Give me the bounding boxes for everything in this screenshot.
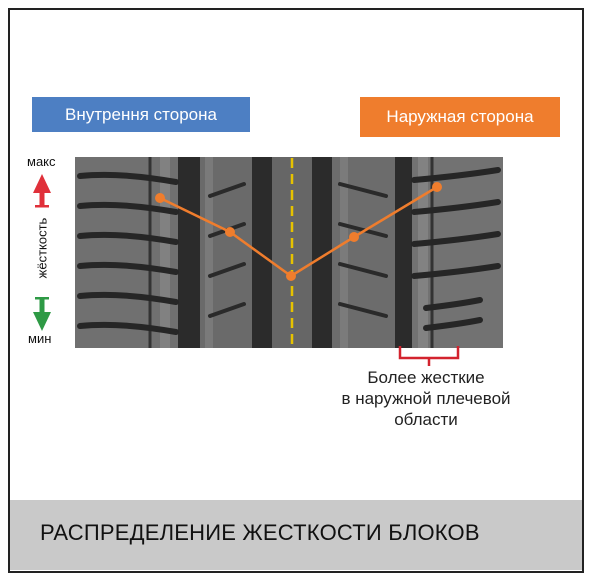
annotation-line: в наружной плечевой (341, 389, 511, 408)
stiffness-point (349, 232, 359, 242)
tread-center-rib (272, 157, 312, 348)
rib-sipe (338, 302, 388, 318)
lateral-groove (77, 171, 179, 185)
lateral-groove (77, 231, 179, 245)
lateral-groove (411, 263, 501, 279)
max-arrow-icon (33, 174, 51, 208)
axis-max-label: макс (27, 154, 56, 169)
rib-highlight (340, 157, 348, 348)
outer-side-label: Наружная сторона (360, 97, 560, 137)
lateral-groove (423, 317, 483, 331)
rib-sipe (208, 182, 246, 198)
stiffness-point (432, 182, 442, 192)
annotation-line: области (394, 410, 458, 429)
rib-sipe (208, 302, 246, 318)
lateral-groove (77, 261, 179, 275)
lateral-groove (411, 167, 501, 183)
min-arrow-icon (33, 297, 51, 331)
rib-sipe (338, 222, 388, 238)
footer-bar: РАСПРЕДЕЛЕНИЕ ЖЕСТКОСТИ БЛОКОВ (10, 500, 582, 570)
outer-shoulder-bracket (398, 346, 460, 366)
annotation-line: Более жесткие (367, 368, 485, 387)
lateral-groove (77, 291, 179, 305)
footer-title: РАСПРЕДЕЛЕНИЕ ЖЕСТКОСТИ БЛОКОВ (40, 520, 480, 545)
rib-sipe (338, 262, 388, 278)
outer-frame (8, 8, 584, 573)
right-shoulder-grooves (411, 167, 501, 331)
rib-highlight (160, 157, 170, 348)
lateral-groove (423, 297, 483, 311)
rib-sipe (338, 182, 388, 198)
lateral-groove (77, 321, 179, 335)
stiffness-point (286, 271, 296, 281)
stiffness-point (225, 227, 235, 237)
lateral-groove (411, 231, 501, 247)
rib-highlight (205, 157, 213, 348)
rib-highlight (418, 157, 428, 348)
lateral-groove (411, 199, 501, 215)
rib-sipe (208, 262, 246, 278)
axis-min-label: мин (28, 331, 52, 346)
axis-stiffness-label: жёсткость (34, 217, 50, 279)
left-shoulder-grooves (77, 171, 179, 335)
inner-side-label: Внутрення сторона (32, 97, 250, 132)
annotation-text: Более жесткие в наружной плечевой област… (296, 367, 556, 430)
lateral-groove (77, 201, 179, 215)
stiffness-point (155, 193, 165, 203)
